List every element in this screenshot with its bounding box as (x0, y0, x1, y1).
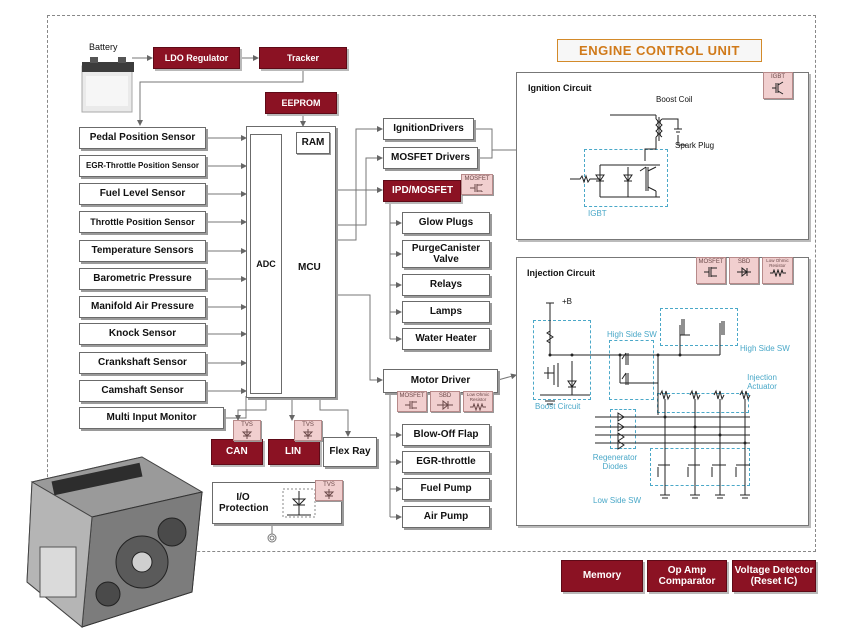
blow-off-flap-box: Blow-Off Flap (402, 424, 490, 446)
regenerator-diodes-label: Regenerator Diodes (592, 453, 638, 471)
tvs-icon (323, 489, 335, 500)
igbt-dashed-region (584, 149, 668, 207)
flex-ray-box: Flex Ray (323, 437, 377, 467)
battery-icon (81, 57, 134, 113)
resistor-icon (470, 403, 486, 411)
low-side-sw-region (650, 448, 750, 486)
page-title: ENGINE CONTROL UNIT (557, 39, 762, 62)
air-pump-box: Air Pump (402, 506, 490, 528)
high-side-sw-region-2 (660, 308, 738, 346)
regenerator-diodes-region (610, 409, 636, 449)
lin-tvs-chip: TVS (294, 420, 322, 441)
plus-b-label: +B (562, 297, 573, 306)
ldo-regulator-box: LDO Regulator (153, 47, 240, 69)
sensor-temperature: Temperature Sensors (79, 240, 206, 262)
fuel-pump-box: Fuel Pump (402, 478, 490, 500)
purge-canister-valve-box: PurgeCanister Valve (402, 240, 490, 268)
high-side-sw-region-1 (609, 340, 654, 400)
water-heater-box: Water Heater (402, 328, 490, 350)
motor-driver-box: Motor Driver (383, 369, 498, 393)
injection-actuator-label: Injection Actuator (747, 373, 777, 391)
motor-sbd-chip: SBD (430, 391, 460, 412)
ignition-circuit-panel (516, 72, 809, 240)
injection-sbd-chip: SBD (729, 257, 759, 284)
sensor-knock: Knock Sensor (79, 323, 206, 345)
sensor-fuel-level: Fuel Level Sensor (79, 183, 206, 205)
tvs-icon (241, 429, 253, 440)
sensor-pedal-position: Pedal Position Sensor (79, 127, 206, 149)
diode-icon (737, 267, 751, 278)
injection-low-ohmic-chip: Low Ohmic Resistor (762, 257, 793, 284)
spark-plug-label: Spark Plug (675, 141, 715, 150)
injection-circuit-title: Injection Circuit (527, 268, 596, 278)
mosfet-icon (470, 184, 483, 193)
ecu-frame (47, 15, 816, 552)
boost-circuit-label: Boost Circuit (535, 402, 581, 411)
mcu-label: MCU (298, 262, 321, 273)
lamps-box: Lamps (402, 301, 490, 323)
sensor-camshaft: Camshaft Sensor (79, 380, 206, 402)
motor-mosfet-chip: MOSFET (397, 391, 427, 412)
tvs-diode-icon (282, 488, 316, 518)
ignition-igbt-chip: IGBT (763, 72, 793, 99)
egr-throttle-box: EGR-throttle (402, 451, 490, 473)
ignition-circuit-title: Ignition Circuit (528, 83, 592, 93)
tvs-icon (302, 429, 314, 440)
ipd-mosfet-chip: MOSFET (461, 174, 493, 195)
sensor-barometric-pressure: Barometric Pressure (79, 268, 206, 290)
diode-icon (437, 400, 453, 411)
injection-mosfet-chip: MOSFET (696, 257, 726, 284)
io-protection-box: I/O Protection (212, 482, 342, 524)
high-side-sw-label-2: High Side SW (740, 344, 790, 353)
igbt-icon (772, 81, 784, 95)
low-side-sw-label: Low Side SW (593, 496, 642, 505)
glow-plugs-box: Glow Plugs (402, 212, 490, 234)
can-box: CAN (211, 439, 263, 465)
multi-input-monitor: Multi Input Monitor (79, 407, 224, 429)
high-side-sw-label-1: High Side SW (607, 330, 657, 339)
resistor-icon (769, 269, 786, 278)
sensor-throttle-position: Throttle Position Sensor (79, 211, 206, 233)
lin-box: LIN (268, 439, 320, 465)
relays-box: Relays (402, 274, 490, 296)
adc-block: ADC (250, 134, 282, 394)
ipd-mosfet-box: IPD/MOSFET (383, 180, 461, 202)
engine-illustration (26, 456, 204, 628)
mosfet-icon (704, 267, 717, 278)
boost-coil-label: Boost Coil (656, 95, 693, 104)
op-amp-comparator-box: Op Amp Comparator (647, 560, 727, 592)
mosfet-icon (405, 401, 417, 410)
memory-box: Memory (561, 560, 643, 592)
eeprom-box: EEPROM (265, 92, 337, 114)
battery-label: Battery (89, 42, 118, 52)
sensor-manifold-air-pressure: Manifold Air Pressure (79, 296, 206, 318)
tracker-box: Tracker (259, 47, 347, 69)
io-tvs-chip: TVS (315, 480, 343, 501)
can-tvs-chip: TVS (233, 420, 261, 441)
igbt-region-label: IGBT (588, 209, 607, 218)
voltage-detector-box: Voltage Detector (Reset IC) (732, 560, 816, 592)
injection-schematic (540, 302, 751, 499)
ignition-schematic (570, 114, 686, 198)
sensor-crankshaft: Crankshaft Sensor (79, 352, 206, 374)
mosfet-drivers-box: MOSFET Drivers (383, 147, 478, 169)
sensor-egr-throttle-position: EGR-Throttle Position Sensor (79, 155, 206, 177)
motor-low-ohmic-chip: Low Ohmic Resistor (463, 391, 493, 412)
boost-circuit-region (533, 320, 591, 400)
ignition-drivers-box: IgnitionDrivers (383, 118, 474, 140)
ram-box: RAM (296, 132, 330, 154)
